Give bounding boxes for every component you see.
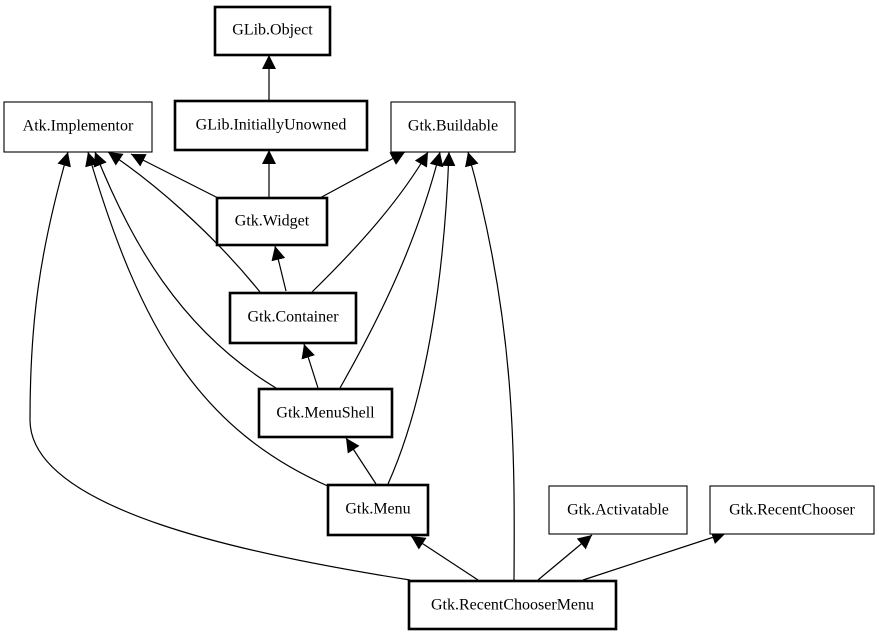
edge-container-to-implementor	[107, 151, 261, 293]
node-label: Gtk.RecentChooserMenu	[431, 597, 594, 614]
node-label: GLib.InitiallyUnowned	[196, 117, 347, 134]
node-atk-implementor[interactable]: Atk.Implementor	[3, 101, 153, 153]
edge-menushell-to-container	[301, 343, 319, 389]
node-label: Gtk.Widget	[235, 213, 310, 230]
node-label: Gtk.Activatable	[567, 502, 669, 519]
edge-recentchoosermenu-to-buildable	[465, 151, 515, 581]
edge-recentchoosermenu-to-menu	[410, 535, 479, 581]
node-glib-initiallyunowned[interactable]: GLib.InitiallyUnowned	[173, 99, 369, 152]
edge-widget-to-implementor	[130, 153, 221, 200]
node-gtk-recentchooser[interactable]: Gtk.RecentChooser	[709, 485, 875, 535]
edge-container-to-widget	[271, 245, 287, 292]
node-label: Atk.Implementor	[23, 118, 134, 135]
node-gtk-recentchoosermenu[interactable]: Gtk.RecentChooserMenu	[407, 579, 618, 631]
node-gtk-widget[interactable]: Gtk.Widget	[215, 196, 329, 247]
edge-widget-to-buildable	[317, 151, 406, 200]
node-gtk-activatable[interactable]: Gtk.Activatable	[548, 485, 688, 535]
nodes: GLib.Object Atk.Implementor GLib.Initial…	[3, 5, 875, 631]
node-label: Gtk.RecentChooser	[729, 502, 855, 519]
edge-menushell-to-implementor	[93, 151, 277, 389]
node-label: GLib.Object	[232, 22, 313, 39]
node-glib-object[interactable]: GLib.Object	[213, 5, 332, 57]
edge-menu-to-implementor	[85, 151, 331, 488]
node-label: Gtk.MenuShell	[276, 405, 375, 422]
edge-recentchoosermenu-to-activatable	[537, 534, 593, 581]
node-label: Gtk.Buildable	[408, 118, 498, 135]
node-gtk-menu[interactable]: Gtk.Menu	[326, 483, 430, 537]
edge-menushell-to-buildable	[339, 151, 444, 389]
node-gtk-menushell[interactable]: Gtk.MenuShell	[257, 387, 394, 439]
node-gtk-container[interactable]: Gtk.Container	[228, 291, 358, 345]
edge-menu-to-menushell	[345, 437, 377, 485]
node-label: Gtk.Container	[247, 309, 339, 326]
edges	[29, 55, 727, 581]
edge-container-to-buildable	[311, 151, 429, 293]
node-gtk-buildable[interactable]: Gtk.Buildable	[390, 101, 516, 153]
node-label: Gtk.Menu	[345, 501, 410, 518]
edge-recentchoosermenu-to-recentchooser	[582, 530, 727, 581]
edge-menu-to-buildable	[387, 151, 456, 485]
edge-recentchoosermenu-to-implementor	[29, 151, 411, 581]
